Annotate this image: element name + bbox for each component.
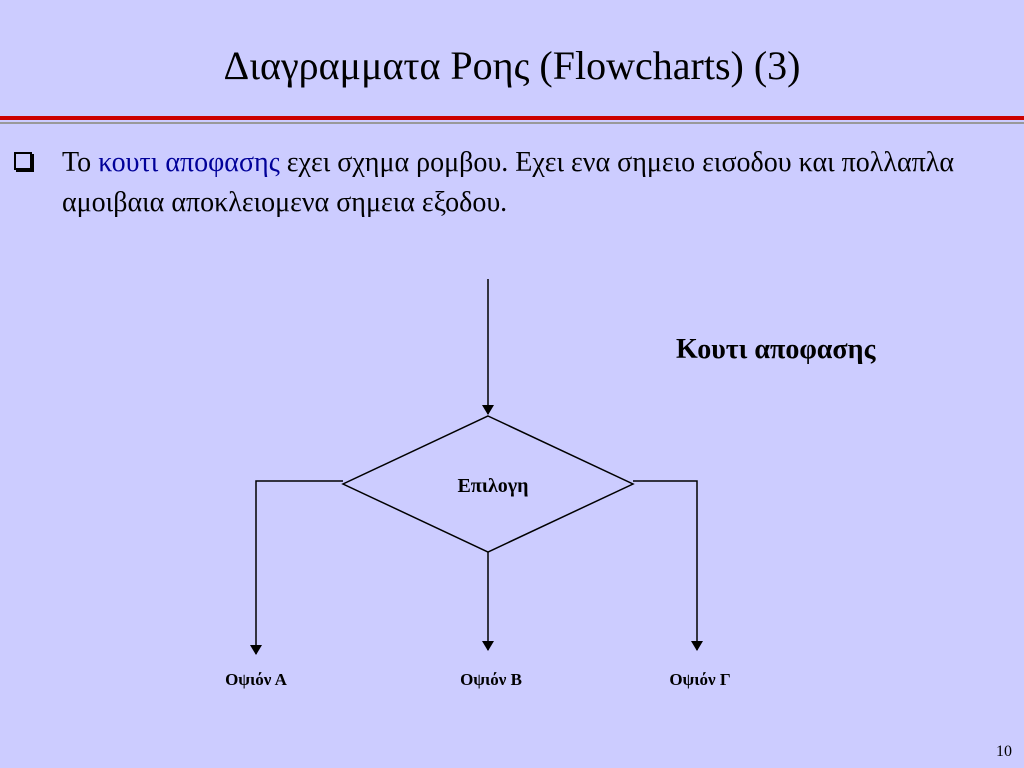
option-c-label: Οψιόν Γ xyxy=(669,670,730,689)
exit-arrow-right xyxy=(633,480,703,651)
bullet-text-before: Το xyxy=(62,147,99,178)
decision-label: Επιλογη xyxy=(457,475,528,497)
page-number: 10 xyxy=(996,743,1012,760)
bullet-highlight-term: κουτι αποφασης xyxy=(98,147,280,178)
option-b-label: Οψιόν Β xyxy=(460,670,522,689)
title-divider-red xyxy=(0,116,1024,120)
option-a-label: Οψιόν Α xyxy=(225,670,288,689)
bullet-text-after: εχει σχημα ρομβου. Εχει ενα σημειο εισοδ… xyxy=(62,147,955,218)
diagram-caption: Κουτι αποφασης xyxy=(676,334,876,365)
title-divider-grey xyxy=(0,122,1024,124)
bullet-text: Το κουτι αποφασης εχει σχημα ρομβου. Εχε… xyxy=(62,143,1012,223)
checkbox-bullet-icon xyxy=(14,152,32,170)
slide-title: Διαγραμματα Ροης (Flowcharts) (3) xyxy=(223,43,801,88)
exit-arrow-left xyxy=(250,480,343,655)
